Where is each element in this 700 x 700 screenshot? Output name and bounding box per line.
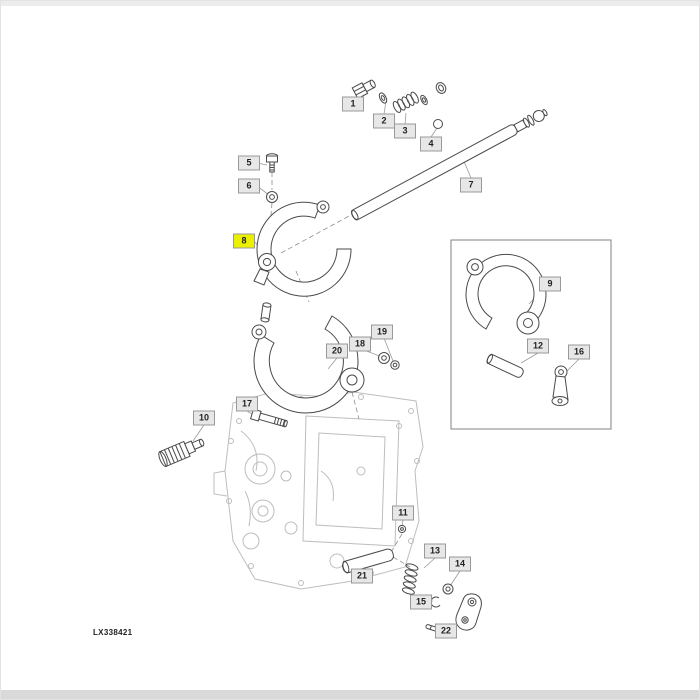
callout-11[interactable]: 11 <box>392 505 414 521</box>
link-part-16 <box>551 365 569 406</box>
washer-part-6 <box>266 191 278 203</box>
plug-part-10 <box>158 438 205 468</box>
callout-6[interactable]: 6 <box>238 178 260 194</box>
pin-part-12 <box>486 353 524 378</box>
callout-22[interactable]: 22 <box>435 623 457 639</box>
washer-part-18 <box>378 352 390 364</box>
callout-3[interactable]: 3 <box>394 123 416 139</box>
callout-4[interactable]: 4 <box>420 136 442 152</box>
callout-17[interactable]: 17 <box>236 396 258 412</box>
washer-part-2 <box>378 92 388 104</box>
detent-plug-part-1 <box>351 79 376 100</box>
shifter-fork-part-9 <box>465 253 547 335</box>
callout-16[interactable]: 16 <box>568 344 590 360</box>
callout-13[interactable]: 13 <box>424 543 446 559</box>
callout-14[interactable]: 14 <box>449 556 471 572</box>
spring-part-13 <box>401 563 419 595</box>
callout-9[interactable]: 9 <box>539 276 561 292</box>
callout-7[interactable]: 7 <box>460 177 482 193</box>
retaining-ring <box>435 82 447 94</box>
callout-19[interactable]: 19 <box>371 324 393 340</box>
callout-18[interactable]: 18 <box>349 336 371 352</box>
washer-part-19 <box>390 360 400 370</box>
ball-part-11 <box>397 524 407 534</box>
shift-arm <box>455 593 482 631</box>
shift-rail-part-7 <box>350 109 548 221</box>
callout-2[interactable]: 2 <box>373 113 395 129</box>
bolt-part-17 <box>250 408 288 428</box>
washer-part-14 <box>442 583 454 595</box>
callout-12[interactable]: 12 <box>527 338 549 354</box>
callout-5[interactable]: 5 <box>238 155 260 171</box>
spring-part-3 <box>392 91 419 113</box>
image-code: LX338421 <box>93 628 133 637</box>
bottom-chrome-strip <box>1 690 699 699</box>
ball-part-4 <box>433 119 443 129</box>
transmission-case-drawing <box>213 391 424 590</box>
pin-part-21 <box>342 548 394 574</box>
callout-15[interactable]: 15 <box>410 594 432 610</box>
top-chrome-strip <box>1 1 699 6</box>
shifter-fork-part-20 <box>251 302 365 414</box>
callout-8[interactable]: 8 <box>233 233 255 249</box>
shifter-fork-part-8 <box>253 200 352 297</box>
callout-1[interactable]: 1 <box>342 96 364 112</box>
bolt-part-5 <box>266 153 278 173</box>
callout-10[interactable]: 10 <box>193 410 215 426</box>
inset-box <box>450 239 612 430</box>
callout-21[interactable]: 21 <box>351 568 373 584</box>
washer-small <box>420 94 428 106</box>
callout-20[interactable]: 20 <box>326 343 348 359</box>
